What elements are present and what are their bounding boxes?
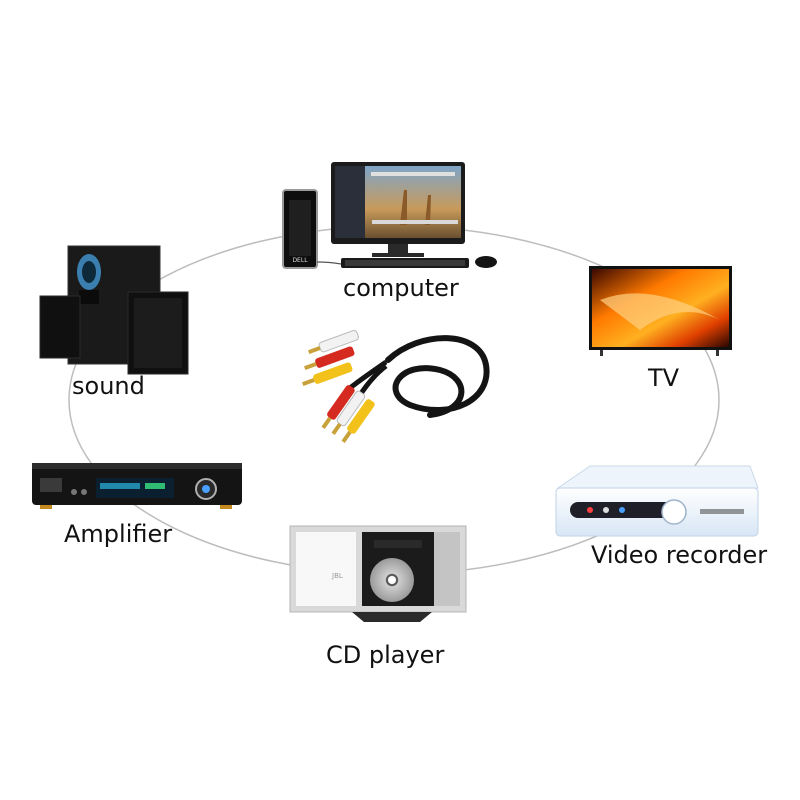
computer-brand: DELL (292, 257, 308, 264)
label-amplifier: Amplifier (64, 520, 172, 548)
label-tv: TV (647, 364, 680, 392)
label-video-recorder: Video recorder (591, 541, 767, 569)
computer-icon: DELL (282, 162, 497, 269)
video-recorder-icon (555, 465, 759, 537)
label-computer: computer (343, 274, 459, 302)
label-cd-player: CD player (326, 641, 444, 669)
cd-player-brand: JBL (331, 572, 343, 580)
label-sound: sound (72, 372, 145, 400)
cd-player-icon: JBL (289, 525, 467, 622)
speaker-system-icon (39, 245, 189, 375)
tv-icon (589, 266, 732, 356)
rca-cable-icon (302, 329, 490, 443)
amplifier-icon (32, 463, 242, 509)
